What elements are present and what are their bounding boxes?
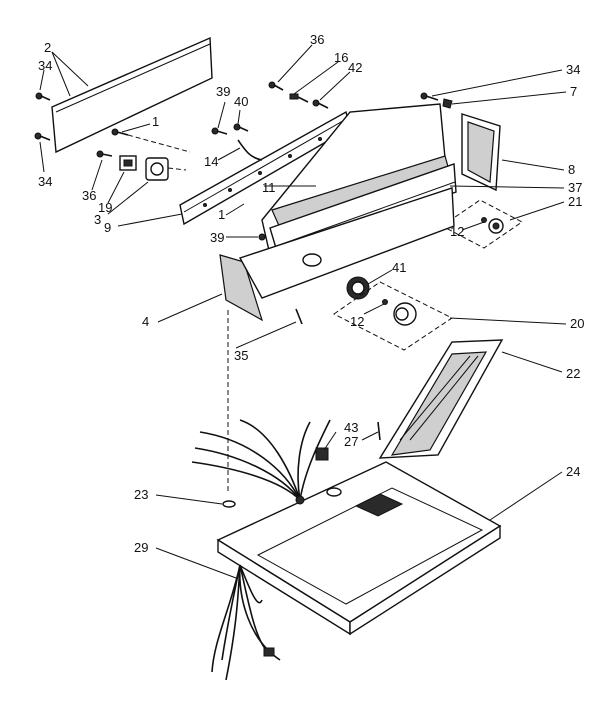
callout-19: 19 — [98, 200, 112, 215]
wire-part-14 — [237, 139, 263, 161]
screw-1-left — [111, 128, 191, 153]
callout-labels: 2 34 1 34 36 19 3 9 39 40 14 11 1 39 36 … — [38, 32, 584, 555]
callout-4: 4 — [142, 314, 149, 329]
screw-40 — [233, 123, 249, 132]
screw-42 — [312, 99, 329, 109]
callout-27: 27 — [344, 434, 358, 449]
connector-43 — [315, 447, 329, 461]
callout-11: 11 — [262, 180, 276, 195]
callout-41: 41 — [392, 260, 406, 275]
screw-36-top — [268, 81, 284, 91]
top-panel-part-24 — [216, 461, 502, 636]
leader-lines — [39, 44, 567, 579]
callout-2: 2 — [44, 40, 51, 55]
switch-part-19 — [119, 155, 137, 171]
callout-42: 42 — [348, 60, 362, 75]
screw-34-right — [420, 92, 439, 101]
clip-7 — [442, 98, 453, 109]
callout-7: 7 — [570, 84, 577, 99]
screw-36-left — [96, 150, 113, 158]
callout-34: 34 — [38, 174, 52, 189]
callout-14: 14 — [204, 154, 218, 169]
wire-harness-part-29 — [211, 564, 281, 681]
callout-23: 23 — [134, 487, 148, 502]
callout-3: 3 — [94, 212, 101, 227]
screw-34-lower-left — [34, 132, 51, 141]
endcap-part-8 — [461, 113, 501, 192]
callout-40: 40 — [234, 94, 248, 109]
bezel-ring-part-41 — [346, 276, 370, 300]
callout-12: 12 — [350, 314, 364, 329]
callout-36: 36 — [310, 32, 324, 47]
clip-16 — [289, 93, 309, 103]
control-hood-part-22 — [378, 339, 504, 459]
callout-43: 43 — [344, 420, 358, 435]
callout-1: 1 — [218, 207, 225, 222]
callout-16: 16 — [334, 50, 348, 65]
timer-part-3 — [145, 157, 187, 181]
callout-36: 36 — [82, 188, 96, 203]
callout-22: 22 — [566, 366, 580, 381]
knob-group-21 — [441, 199, 523, 249]
callout-37: 37 — [568, 180, 582, 195]
console-front-part-4 — [219, 187, 455, 322]
grommet-23 — [222, 500, 236, 508]
screw-34-upper-left — [35, 92, 51, 101]
screw-35 — [295, 308, 303, 325]
screw-39-top — [211, 127, 228, 135]
screw-39-lower — [258, 233, 266, 241]
callout-29: 29 — [134, 540, 148, 555]
callout-20: 20 — [570, 316, 584, 331]
callout-34: 34 — [566, 62, 580, 77]
callout-9: 9 — [104, 220, 111, 235]
wire-harness-upper — [191, 419, 331, 505]
callout-39: 39 — [216, 84, 230, 99]
callout-35: 35 — [234, 348, 248, 363]
callout-8: 8 — [568, 162, 575, 177]
fastener-27 — [377, 421, 381, 441]
callout-12: 12 — [450, 224, 464, 239]
callout-1: 1 — [152, 114, 159, 129]
callout-39: 39 — [210, 230, 224, 245]
rear-panel-part-2 — [51, 36, 213, 154]
callout-21: 21 — [568, 194, 582, 209]
callout-24: 24 — [566, 464, 580, 479]
callout-34: 34 — [38, 58, 52, 73]
